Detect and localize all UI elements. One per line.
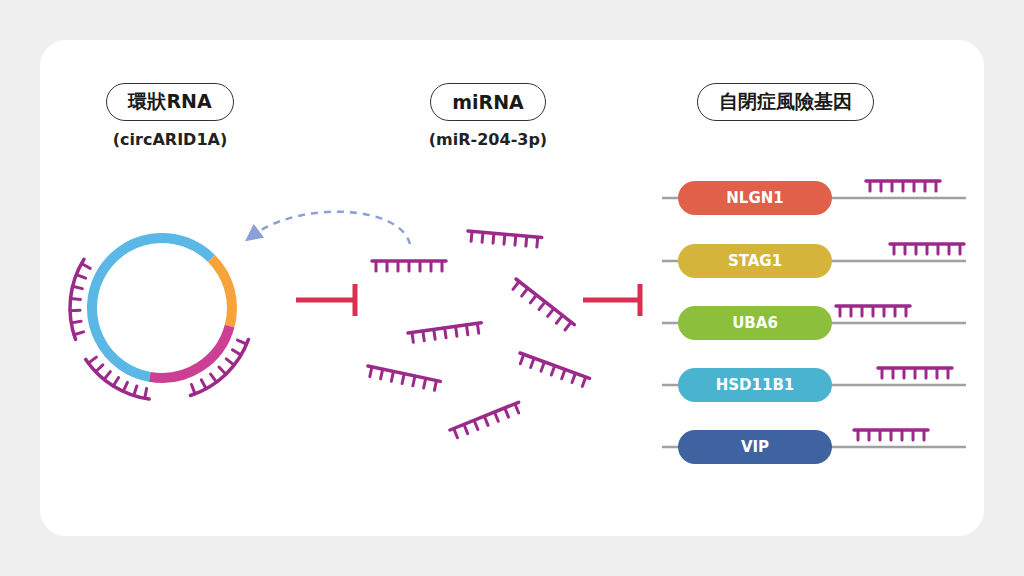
node-label: 環狀RNA: [128, 89, 211, 115]
gene-line: [662, 198, 966, 447]
node-label: NLGN1: [726, 189, 783, 207]
gene-pill: NLGN1: [678, 181, 832, 215]
circ-rna-blue: [92, 238, 212, 377]
sponge-arrow: [252, 212, 410, 244]
bound-mirna: [836, 181, 964, 440]
node-label: STAG1: [728, 252, 782, 270]
mirna-cloud: [366, 231, 590, 439]
node-label: VIP: [741, 438, 769, 456]
node-label: HSD11B1: [716, 376, 795, 394]
header-pill: miRNA(miR-204-3p): [430, 83, 546, 121]
node-label: miRNA: [452, 91, 524, 113]
inhibition-symbol: [296, 284, 640, 316]
gene-pill: VIP: [678, 430, 832, 464]
gene-pill: STAG1: [678, 244, 832, 278]
sub-label: (miR-204-3p): [429, 130, 547, 149]
header-pill: 環狀RNA(circARID1A): [106, 83, 233, 121]
node-label: UBA6: [732, 314, 778, 332]
header-pill: 自閉症風險基因: [697, 83, 874, 121]
circ-rna-magenta: [150, 326, 230, 378]
gene-pill: HSD11B1: [678, 368, 832, 402]
bound-mirna: [70, 259, 248, 399]
sub-label: (circARID1A): [113, 130, 227, 149]
panel: [40, 40, 984, 536]
node-label: 自閉症風險基因: [719, 89, 852, 115]
gene-pill: UBA6: [678, 306, 832, 340]
circ-rna-orange: [212, 259, 232, 327]
